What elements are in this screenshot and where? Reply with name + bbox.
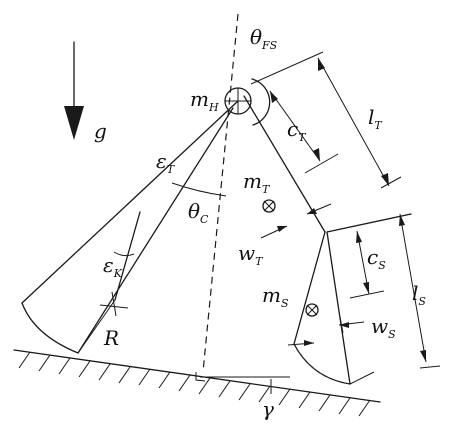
dimension-w-s [287, 316, 365, 346]
label-l-s: lS [412, 281, 426, 308]
label-l-t: lT [368, 105, 383, 132]
label-theta-c: θC [188, 199, 209, 226]
label-c-s: cS [367, 245, 386, 272]
dimension-c-s [349, 230, 385, 299]
label-theta-fs: θFS [250, 25, 278, 52]
label-gamma: γ [262, 397, 274, 421]
theta-c-arc [171, 182, 227, 197]
label-g: g [94, 119, 107, 143]
label-w-s: wS [371, 314, 396, 341]
gravity-arrow [64, 41, 84, 140]
stance-leg [21, 100, 239, 354]
dimension-l-s [399, 213, 441, 369]
right-angle-marker [195, 372, 206, 382]
thigh-mass [262, 199, 276, 213]
label-epsilon-k: εK [103, 253, 123, 280]
label-m-h: mH [190, 87, 219, 114]
label-m-s: mS [262, 283, 289, 310]
dimension-c-t [269, 90, 339, 174]
shank-mass [305, 303, 319, 317]
label-epsilon-t: εT [156, 149, 176, 176]
dimension-l-t [317, 57, 402, 189]
ground-slope [13, 349, 381, 417]
ground-hatching [18, 351, 371, 417]
label-c-t: cT [287, 117, 307, 144]
swing-shank [293, 231, 375, 385]
dimension-w-t [260, 203, 332, 239]
label-m-t: mT [243, 169, 271, 196]
label-r: R [103, 326, 119, 350]
label-w-t: wT [238, 241, 264, 268]
swing-thigh [243, 51, 412, 233]
